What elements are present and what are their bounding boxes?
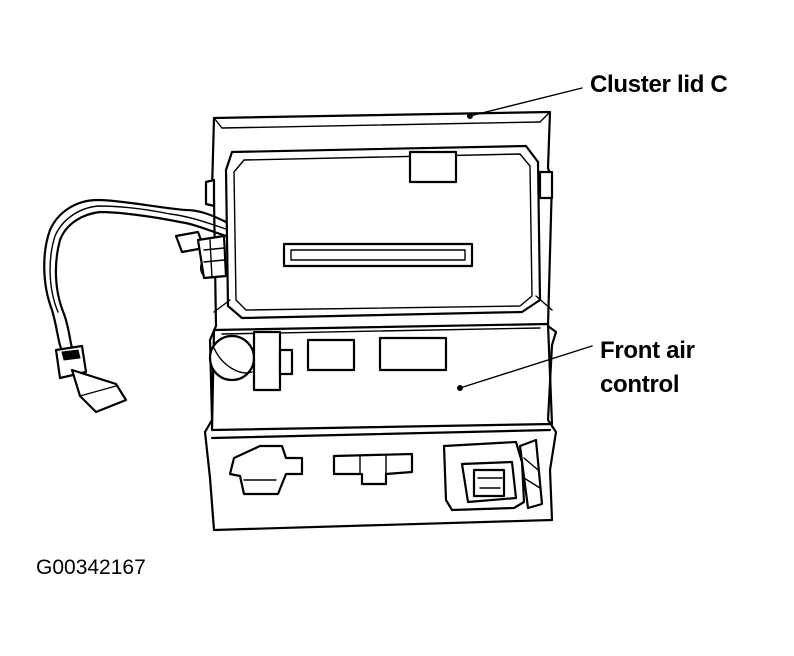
control-window-right (378, 336, 448, 372)
leader-cluster-lid (469, 87, 583, 117)
switch-center (332, 452, 414, 486)
display-window (408, 150, 458, 184)
control-window-left (306, 338, 356, 372)
display-unit (213, 144, 553, 320)
display-slot (282, 242, 474, 268)
knob-bracket (252, 330, 282, 392)
figure-code: G00342167 (36, 556, 146, 579)
leader-lines (457, 87, 593, 391)
front-air-control-label-line2: control (600, 371, 680, 398)
front-air-control-panel (208, 322, 554, 432)
wiring-harness (43, 198, 228, 414)
front-air-control-label-line1: Front air (600, 337, 695, 364)
cluster-lid-bezel (203, 110, 558, 532)
lower-switch-area (210, 428, 552, 512)
cluster-lid-label: Cluster lid C (590, 71, 728, 98)
leader-front-air-control (459, 345, 593, 389)
switch-left (228, 444, 304, 496)
